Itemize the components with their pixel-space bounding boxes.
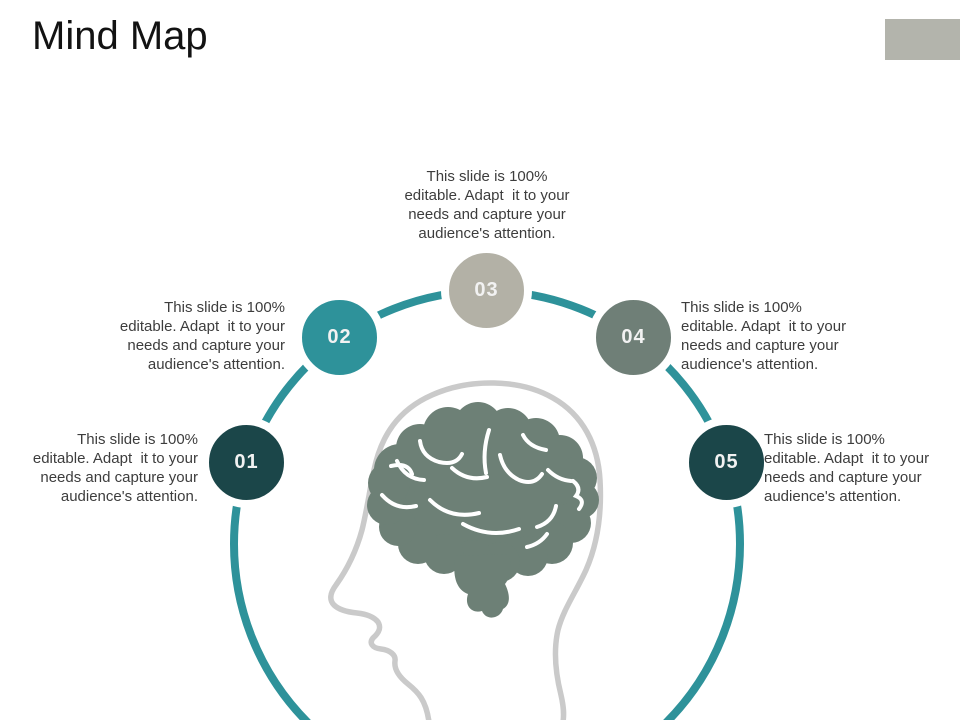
node-circle-02: 02 <box>294 292 385 383</box>
node-description-04: This slide is 100% editable. Adapt it to… <box>681 299 847 373</box>
brain-fold-lines <box>380 428 584 549</box>
node-description-05: This slide is 100% editable. Adapt it to… <box>764 431 930 505</box>
node-circle-05: 05 <box>681 417 772 508</box>
node-number-04: 04 <box>621 326 646 348</box>
brain-icon <box>367 402 599 618</box>
node-number-01: 01 <box>234 451 259 473</box>
node-number-03: 03 <box>474 279 499 301</box>
node-number-02: 02 <box>327 326 352 348</box>
node-circle-03: 03 <box>441 245 532 336</box>
node-circle-04: 04 <box>588 292 679 383</box>
node-circle-01: 01 <box>201 417 292 508</box>
head-profile-icon <box>328 380 604 720</box>
node-description-03: This slide is 100% editable. Adapt it to… <box>404 168 570 242</box>
node-number-05: 05 <box>714 451 739 473</box>
node-description-02: This slide is 100% editable. Adapt it to… <box>119 299 285 373</box>
page-title: Mind Map <box>32 14 208 58</box>
node-description-01: This slide is 100% editable. Adapt it to… <box>32 431 198 505</box>
corner-tab <box>885 19 960 60</box>
